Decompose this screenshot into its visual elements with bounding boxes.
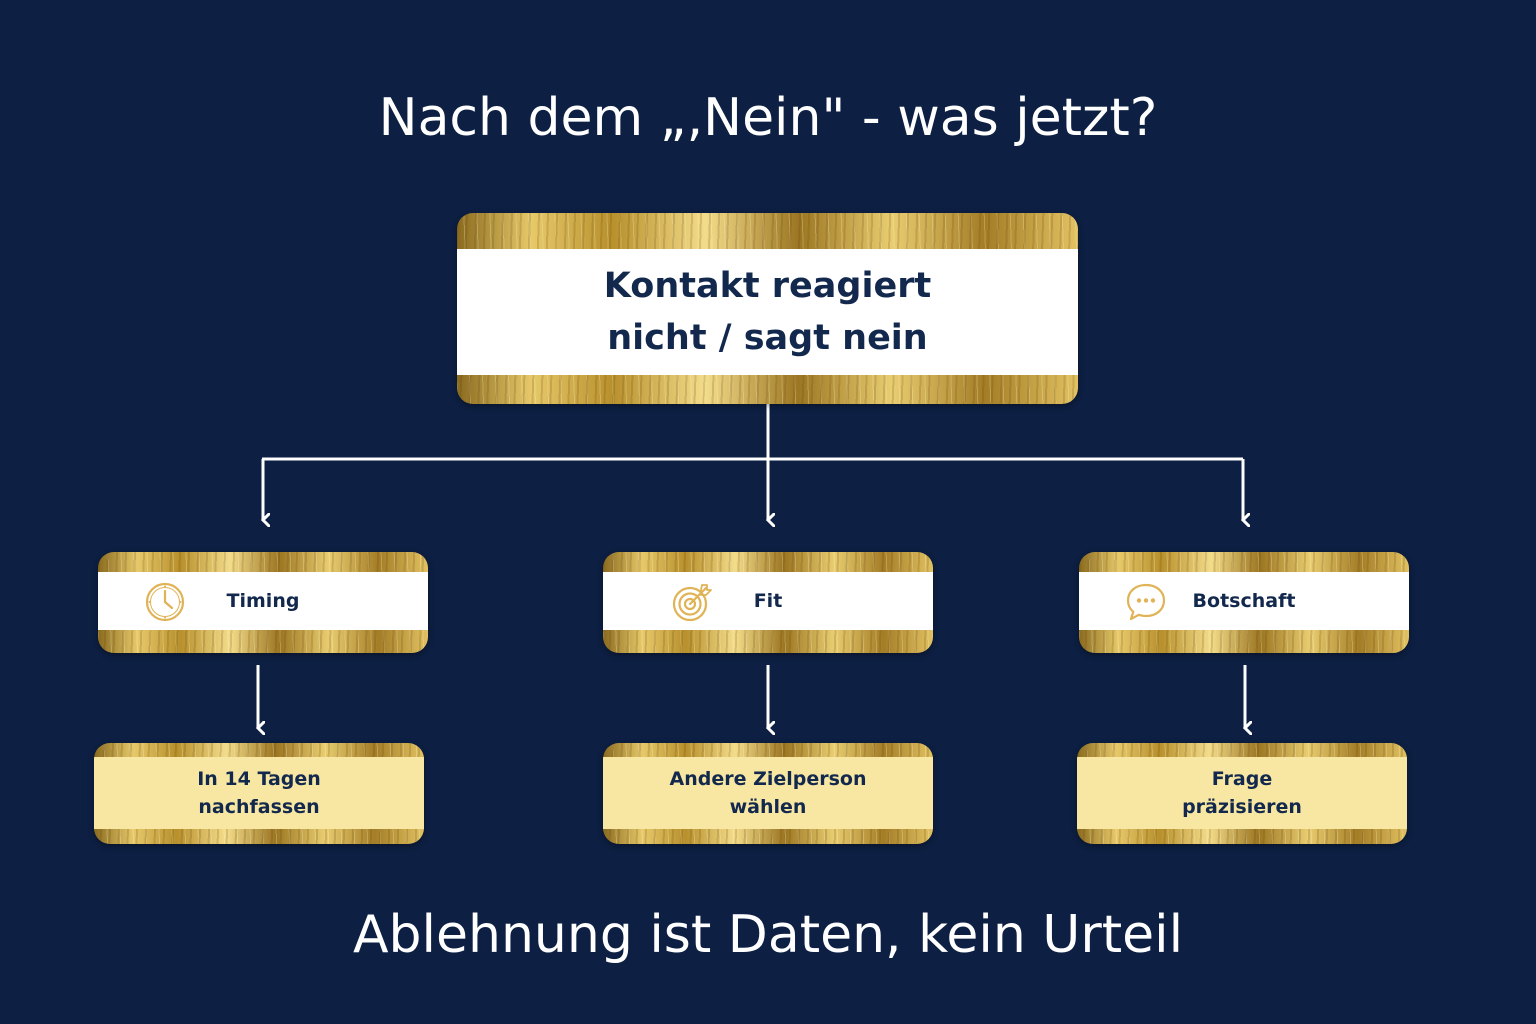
root-node-panel: Kontakt reagiert nicht / sagt nein: [457, 249, 1078, 375]
root-node: Kontakt reagiert nicht / sagt nein: [457, 213, 1078, 404]
category-node-botschaft: Botschaft: [1079, 552, 1409, 653]
action-label-line2: präzisieren: [1182, 796, 1302, 818]
category-panel: Fit: [603, 572, 933, 630]
category-node-timing: Timing: [98, 552, 428, 653]
action-label-line1: In 14 Tagen: [197, 768, 321, 790]
root-label-line2: nicht / sagt nein: [607, 318, 928, 358]
category-label-fit: Fit: [753, 590, 783, 612]
category-panel: Timing: [98, 572, 428, 630]
action-label-line1: Frage: [1211, 768, 1273, 790]
action-panel: Frage präzisieren: [1077, 757, 1407, 829]
clock-icon: [145, 582, 185, 622]
action-label-line1: Andere Zielperson: [669, 768, 867, 790]
category-panel: Botschaft: [1079, 572, 1409, 630]
action-node-timing: In 14 Tagen nachfassen: [94, 743, 424, 844]
root-label-line1: Kontakt reagiert: [603, 266, 932, 306]
action-label-line2: wählen: [729, 796, 807, 818]
action-panel: In 14 Tagen nachfassen: [94, 757, 424, 829]
target-icon: [672, 584, 712, 622]
action-label-line2: nachfassen: [198, 796, 320, 818]
page-title: Nach dem „,Nein" - was jetzt?: [378, 88, 1158, 148]
category-label-timing: Timing: [226, 590, 300, 612]
speech-bubble-icon: [1126, 583, 1166, 621]
action-node-fit: Andere Zielperson wählen: [603, 743, 933, 844]
category-node-fit: Fit: [603, 552, 933, 653]
footer-caption: Ablehnung ist Daten, kein Urteil: [352, 905, 1184, 965]
action-node-botschaft: Frage präzisieren: [1077, 743, 1407, 844]
category-label-botschaft: Botschaft: [1192, 590, 1296, 612]
action-panel: Andere Zielperson wählen: [603, 757, 933, 829]
